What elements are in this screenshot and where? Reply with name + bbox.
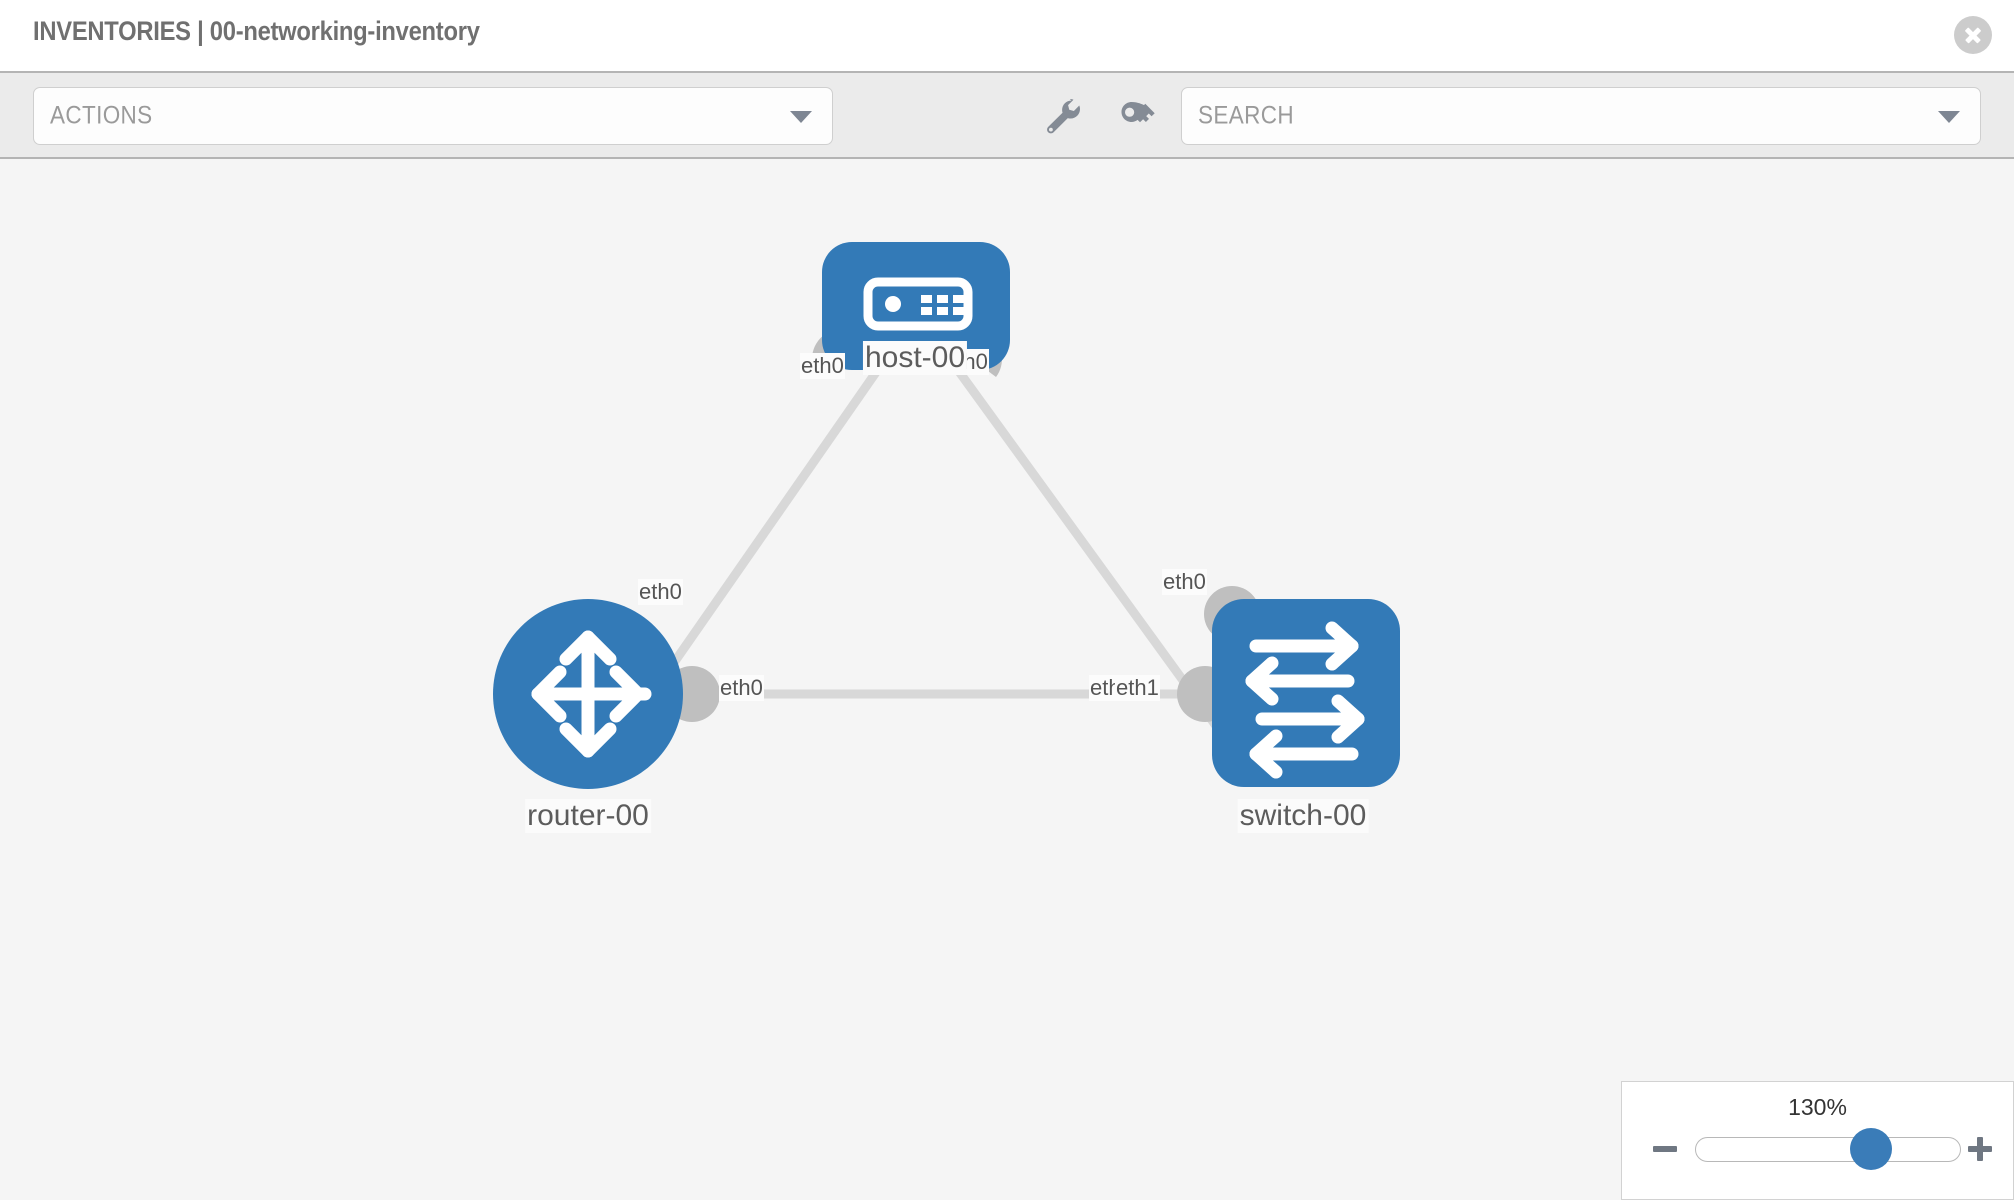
search-input-placeholder[interactable]: SEARCH <box>1198 101 1294 130</box>
minus-icon[interactable] <box>1650 1134 1680 1164</box>
actions-dropdown[interactable]: ACTIONS <box>33 87 833 145</box>
node-label-router-00: router-00 <box>525 799 651 833</box>
node-switch-00 <box>1212 599 1400 787</box>
node-label-host-00: host-00 <box>862 341 968 375</box>
page-header: INVENTORIES | 00-networking-inventory <box>0 0 2014 71</box>
zoom-slider-thumb[interactable] <box>1850 1128 1892 1170</box>
zoom-level-value: 130% <box>1788 1094 1847 1120</box>
wrench-icon[interactable] <box>1040 97 1084 137</box>
edge-label-host-left: eth0 <box>800 353 845 379</box>
zoom-slider-track[interactable] <box>1695 1137 1961 1162</box>
node-label-switch-00: switch-00 <box>1237 799 1369 833</box>
node-host-00 <box>822 242 1010 370</box>
plus-icon[interactable] <box>1965 1134 1995 1164</box>
search-dropdown[interactable]: SEARCH <box>1181 87 1981 145</box>
server-icon <box>863 277 973 331</box>
actions-dropdown-label: ACTIONS <box>50 101 153 130</box>
chevron-down-icon[interactable] <box>790 111 812 123</box>
page-title: INVENTORIES | 00-networking-inventory <box>33 16 480 46</box>
edge-label-switch-eth1: eth1 <box>1115 675 1160 701</box>
edge-label-switch-uplink: eth0 <box>1162 569 1207 595</box>
node-router-00 <box>493 599 683 789</box>
zoom-control-panel: 130% <box>1621 1081 2014 1200</box>
key-icon[interactable] <box>1115 97 1159 137</box>
router-icon <box>531 630 652 758</box>
topology-graph <box>493 242 1400 789</box>
node-host-00-body <box>822 242 1010 370</box>
topology-canvas[interactable]: eth0 eth0 eth0 eth0 eth0 eth0 eth1 host-… <box>0 159 2014 1200</box>
close-icon[interactable] <box>1954 16 1992 54</box>
edge-label-router-uplink: eth0 <box>638 579 683 605</box>
edge-label-router-eth0: eth0 <box>719 675 764 701</box>
toolbar: ACTIONS SEARCH <box>0 71 2014 159</box>
chevron-down-icon[interactable] <box>1938 111 1960 123</box>
switch-icon <box>1245 621 1365 779</box>
